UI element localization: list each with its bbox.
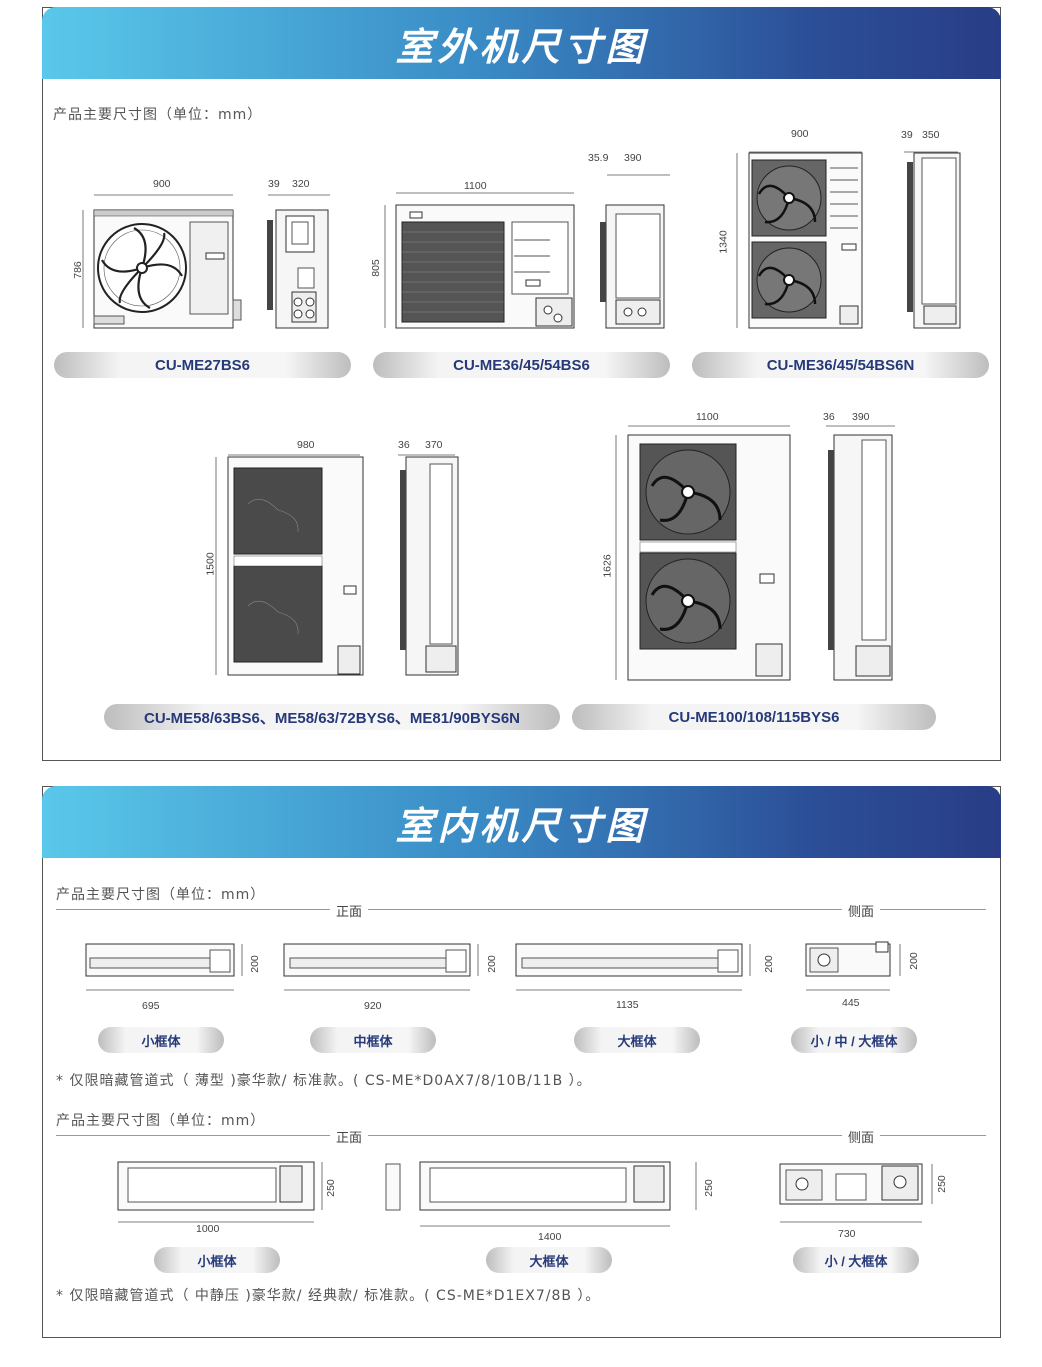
- dim-d2-5: 390: [852, 411, 870, 423]
- dim-width-5: 1100: [696, 411, 719, 423]
- dim-d2-1: 320: [292, 178, 310, 190]
- indoor-note-1: 产品主要尺寸图（单位：mm）: [56, 887, 266, 903]
- indoor-drawing-medium-1: [283, 943, 479, 991]
- dim-width-3: 900: [791, 128, 809, 140]
- front-label-2: 正面: [330, 1127, 369, 1146]
- dim-height-2: 805: [369, 259, 382, 277]
- footnote-2: * 仅限暗藏管道式（ 中静压 )豪华款/ 经典款/ 标准款。( CS-ME*D1…: [56, 1288, 601, 1304]
- model-label-cu-me27bs6: CU-ME27BS6: [54, 352, 351, 378]
- dim-height-1: 786: [71, 261, 84, 279]
- side-label-2: 侧面: [842, 1127, 881, 1146]
- dim-indoor2-h-1: 250: [324, 1179, 337, 1197]
- dim-d1-5: 36: [823, 411, 835, 423]
- frame-label-small-2: 小框体: [154, 1247, 280, 1273]
- dim-width-2: 1100: [464, 180, 487, 192]
- dim-d1-4: 36: [398, 439, 410, 451]
- indoor-drawing-large-1: [515, 943, 751, 991]
- dim-indoor2-w-3: 730: [838, 1228, 856, 1240]
- dim-indoor-h-4: 200: [907, 952, 920, 970]
- dim-d2-4: 370: [425, 439, 443, 451]
- front-label-1: 正面: [330, 901, 369, 920]
- dim-indoor-h-3: 200: [762, 955, 775, 973]
- dim-height-5: 1626: [601, 554, 614, 578]
- dim-indoor-w-1: 695: [142, 1000, 160, 1012]
- indoor-drawing-side-1: [805, 941, 901, 991]
- model-label-cu-me100-108-115bys6: CU-ME100/108/115BYS6: [572, 704, 936, 730]
- unit-drawing-cu-me27bs6: [82, 194, 330, 329]
- footnote-1: * 仅限暗藏管道式（ 薄型 )豪华款/ 标准款。( CS-ME*D0AX7/8/…: [56, 1073, 592, 1089]
- dim-height-3: 1340: [717, 230, 730, 254]
- frame-label-all-1: 小 / 中 / 大框体: [791, 1027, 917, 1053]
- indoor-banner: 室内机尺寸图: [42, 786, 1001, 858]
- dim-indoor2-w-2: 1400: [538, 1231, 562, 1243]
- dim-indoor-w-2: 920: [364, 1000, 382, 1012]
- frame-label-all-2: 小 / 大框体: [793, 1247, 919, 1273]
- dim-d1-3: 39: [901, 129, 913, 141]
- model-label-cu-me58-63bs6: CU-ME58/63BS6、ME58/63/72BYS6、ME81/90BYS6…: [104, 704, 560, 730]
- outdoor-panel: 室外机尺寸图 产品主要尺寸图（单位：mm）: [42, 7, 1001, 761]
- unit-drawing-cu-me100: [615, 425, 895, 681]
- indoor-drawing-side-2: [779, 1163, 933, 1223]
- outdoor-title: 室外机尺寸图: [395, 24, 648, 69]
- rule-2: [56, 1135, 986, 1136]
- dim-width-1: 900: [153, 178, 171, 190]
- dim-height-4: 1500: [204, 552, 217, 576]
- indoor-title: 室内机尺寸图: [395, 803, 648, 848]
- indoor-drawing-small-1: [85, 943, 243, 991]
- dim-d1-1: 39: [268, 178, 280, 190]
- indoor-note-2: 产品主要尺寸图（单位：mm）: [56, 1113, 266, 1129]
- unit-drawing-cu-me36-bs6n: [736, 151, 961, 329]
- side-label-1: 侧面: [842, 901, 881, 920]
- outdoor-banner: 室外机尺寸图: [42, 7, 1001, 79]
- dim-d1-2: 35.9: [588, 152, 609, 164]
- frame-label-small-1: 小框体: [98, 1027, 224, 1053]
- indoor-panel: 室内机尺寸图: [42, 786, 1001, 1338]
- dim-indoor2-w-1: 1000: [196, 1223, 220, 1235]
- dim-d2-3: 350: [922, 129, 940, 141]
- dim-width-4: 980: [297, 439, 315, 451]
- frame-label-medium-1: 中框体: [310, 1027, 436, 1053]
- dim-d2-2: 390: [624, 152, 642, 164]
- frame-label-large-2: 大框体: [486, 1247, 612, 1273]
- indoor-drawing-small-2: [117, 1161, 323, 1223]
- model-label-cu-me36-45-54bs6: CU-ME36/45/54BS6: [373, 352, 670, 378]
- dim-indoor-h-2: 200: [485, 955, 498, 973]
- indoor-drawing-large-2: [385, 1161, 697, 1227]
- unit-drawing-cu-me58: [215, 454, 459, 676]
- dim-indoor-w-4: 445: [842, 997, 860, 1009]
- unit-drawing-cu-me36-bs6: [384, 174, 670, 329]
- rule-1: [56, 909, 986, 910]
- dim-indoor2-h-3: 250: [935, 1175, 948, 1193]
- model-label-cu-me36-45-54bs6n: CU-ME36/45/54BS6N: [692, 352, 989, 378]
- dim-indoor-w-3: 1135: [616, 999, 639, 1011]
- dim-indoor2-h-2: 250: [702, 1179, 715, 1197]
- frame-label-large-1: 大框体: [574, 1027, 700, 1053]
- outdoor-note: 产品主要尺寸图（单位：mm）: [53, 107, 263, 123]
- dim-indoor-h-1: 200: [248, 955, 261, 973]
